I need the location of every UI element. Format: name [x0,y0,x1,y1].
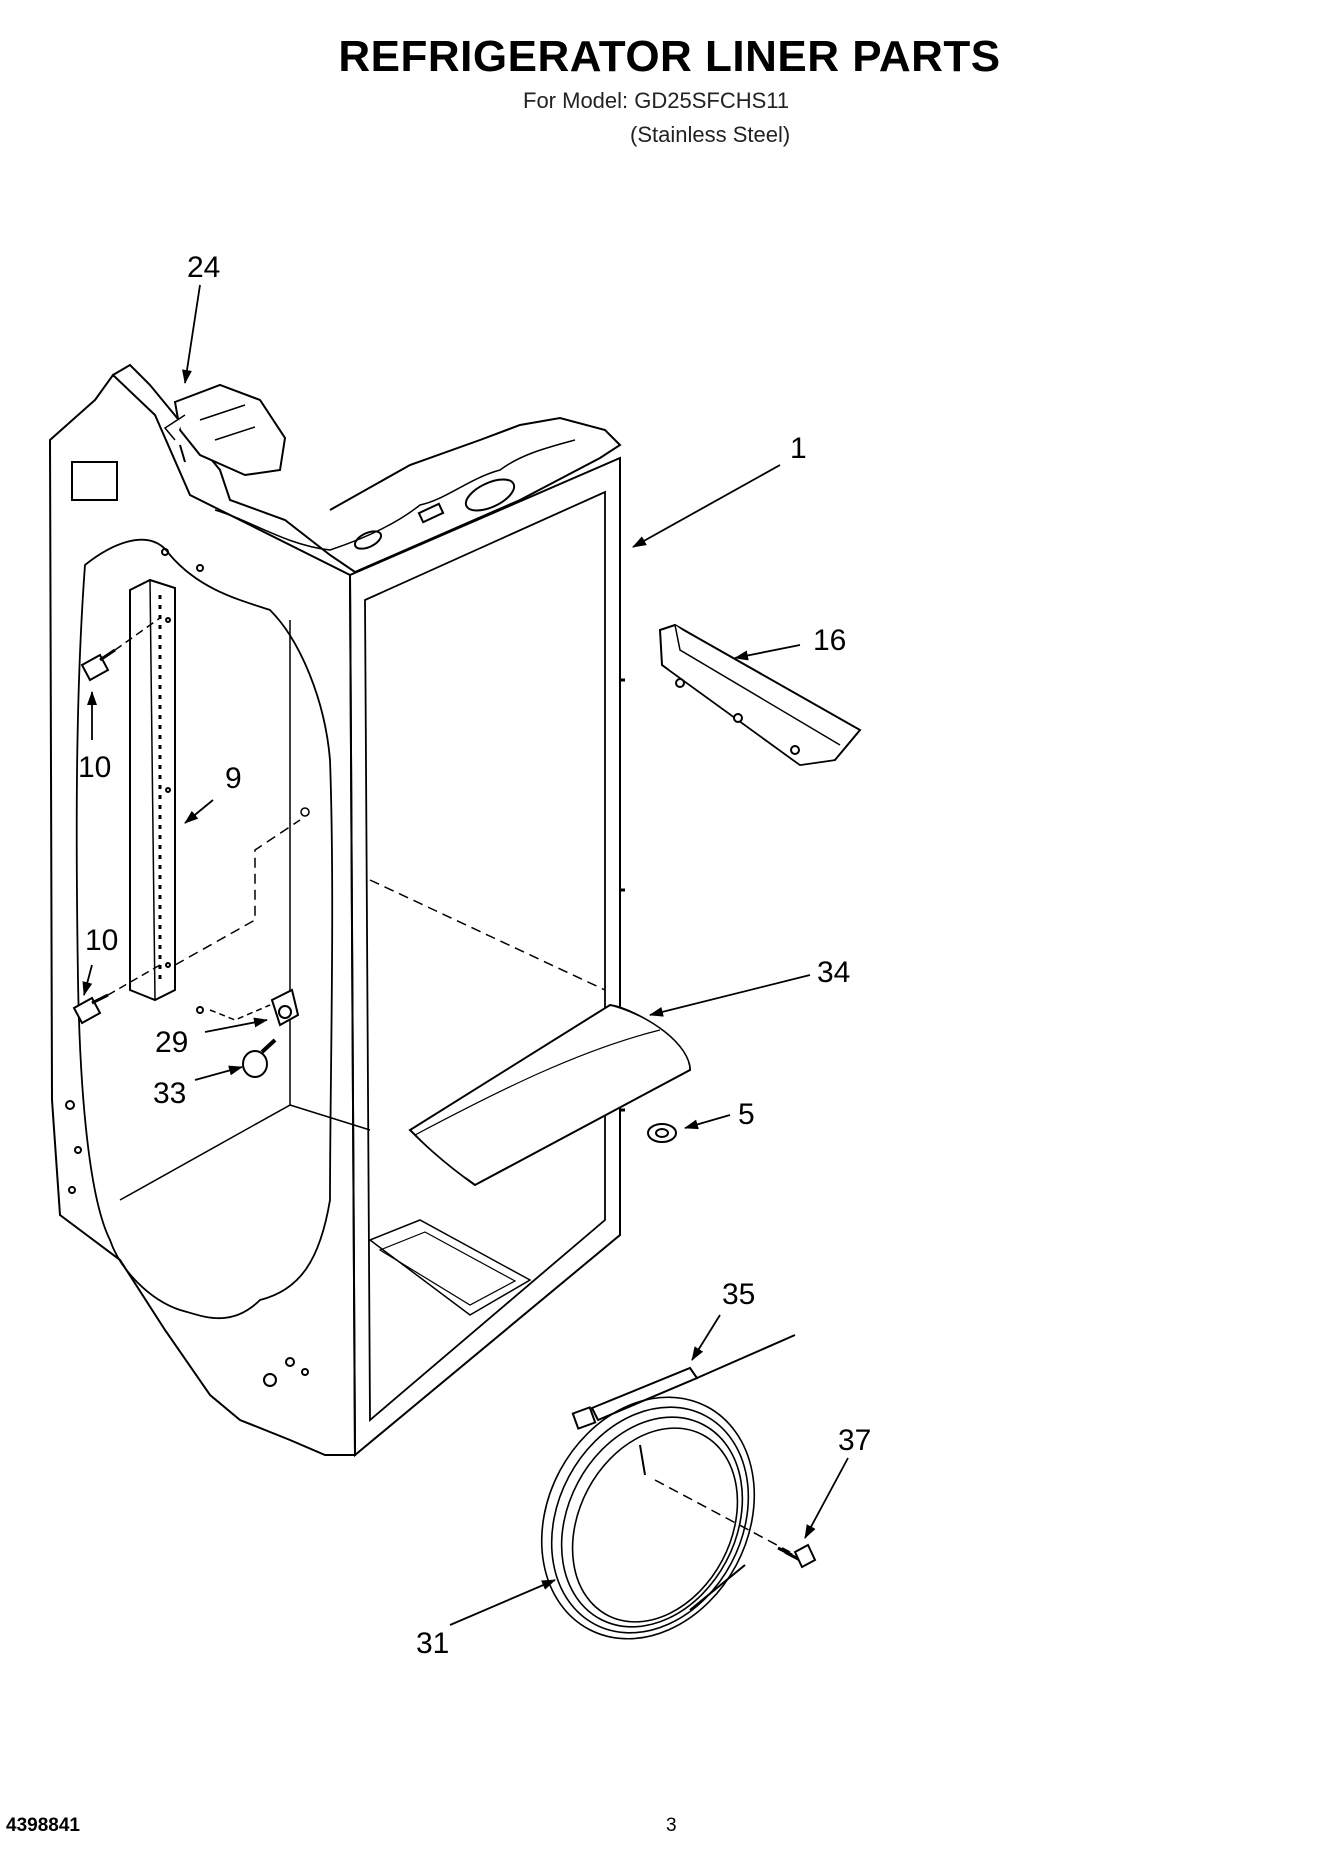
callout-33: 33 [153,1077,186,1110]
liner-cutaway [75,538,334,1320]
callout-31: 31 [416,1627,449,1660]
callout-35: 35 [722,1278,755,1311]
callout-1: 1 [790,432,807,465]
page-title: REFRIGERATOR LINER PARTS [338,32,1001,81]
callout-34: 34 [817,956,850,989]
rear-bracket-illustration [658,623,862,767]
page-number: 3 [666,1815,677,1836]
model-variant: (Stainless Steel) [630,122,791,147]
callout-10-upper: 10 [78,751,111,784]
control-housing-illustration [163,383,287,477]
light-socket-illustration [196,988,300,1027]
leader-lines [82,284,849,1626]
light-bulb-illustration [242,1038,277,1078]
screw-upper-illustration [80,617,161,682]
callout-5: 5 [738,1098,755,1131]
callout-37: 37 [838,1424,871,1457]
model-line: For Model: GD25SFCHS11 [523,88,790,113]
cable-tie-illustration [571,1334,796,1430]
ground-screw-illustration [777,1543,817,1569]
light-shield-illustration [408,1003,692,1187]
screw-lower-illustration [72,964,161,1025]
callout-9: 9 [225,762,242,795]
callout-labels: 24 1 16 10 9 10 34 29 33 5 35 37 31 [78,251,871,1660]
callout-10-lower: 10 [85,924,118,957]
callout-29: 29 [155,1026,188,1059]
callout-24: 24 [187,251,220,284]
grommet-illustration [647,1123,677,1143]
document-number: 4398841 [6,1815,80,1836]
liner-front-frame [348,456,621,1458]
callout-16: 16 [813,624,846,657]
ladder-track-illustration [129,578,176,1002]
liner-left-side [48,373,357,1456]
wire-harness-illustration [540,1396,791,1640]
liner-front-frame-inner [364,490,606,1422]
